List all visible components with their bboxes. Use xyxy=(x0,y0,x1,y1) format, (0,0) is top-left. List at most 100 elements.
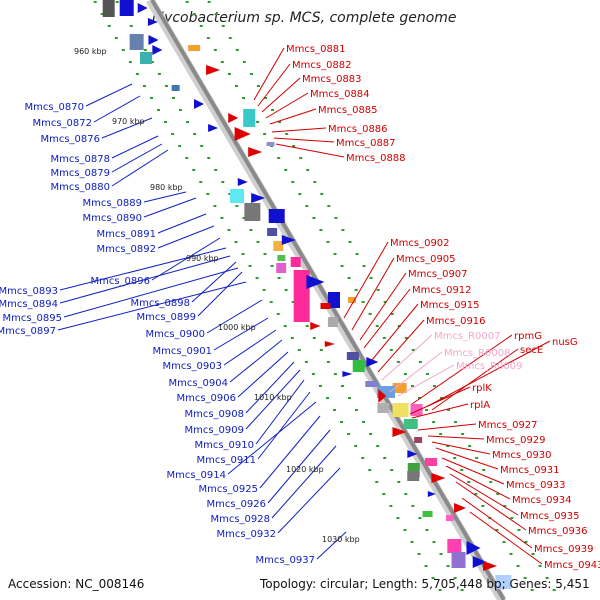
tick-mark xyxy=(523,577,527,579)
gene-block xyxy=(267,228,278,236)
gene-label-left: Mmcs_0890 xyxy=(82,213,142,224)
tick-mark xyxy=(305,205,309,207)
tick-mark xyxy=(362,265,366,267)
gene-label-left: Mmcs_0908 xyxy=(184,409,244,420)
gene-label-left: Mmcs_0892 xyxy=(96,244,156,255)
tick-mark xyxy=(157,109,161,111)
tick-mark xyxy=(271,109,275,111)
gene-arrow xyxy=(366,357,379,367)
leader-line xyxy=(57,281,247,331)
tick-mark xyxy=(361,457,365,459)
tick-mark xyxy=(369,433,373,435)
tick-mark xyxy=(538,565,542,567)
tick-mark xyxy=(410,541,414,543)
tick-mark xyxy=(396,361,400,363)
gene-arrow xyxy=(306,275,325,289)
tick-mark xyxy=(347,433,351,435)
tick-mark xyxy=(290,337,294,339)
gene-block xyxy=(276,263,287,273)
leader-line xyxy=(271,445,337,519)
tick-mark xyxy=(333,409,337,411)
tick-mark xyxy=(157,73,161,75)
tick-mark xyxy=(171,97,175,99)
gene-arrow xyxy=(194,99,205,109)
accession-text: Accession: NC_008146 xyxy=(8,577,144,591)
gene-block xyxy=(290,257,301,267)
gene-block xyxy=(266,142,275,146)
gene-arrow xyxy=(228,113,239,123)
tick-mark xyxy=(200,145,204,147)
tick-mark xyxy=(424,565,428,567)
leader-line xyxy=(397,364,455,397)
leader-line xyxy=(267,429,331,504)
leader-line xyxy=(455,481,527,531)
tick-mark xyxy=(277,277,281,279)
gene-block xyxy=(422,511,433,517)
tick-mark xyxy=(291,301,295,303)
gene-block xyxy=(320,303,331,309)
tick-mark xyxy=(474,493,478,495)
leader-line xyxy=(151,237,221,281)
tick-mark xyxy=(482,469,486,471)
gene-arrow xyxy=(148,35,159,45)
tick-mark xyxy=(193,133,197,135)
tick-mark xyxy=(199,181,203,183)
tick-mark xyxy=(291,181,295,183)
kbp-label: 970 kbp xyxy=(112,117,145,126)
gene-label-left: Mmcs_0891 xyxy=(96,229,156,240)
tick-mark xyxy=(276,313,280,315)
leader-line xyxy=(257,63,291,107)
tick-mark xyxy=(355,253,359,255)
leader-line xyxy=(449,473,519,516)
gene-arrow xyxy=(483,561,498,571)
tick-mark xyxy=(292,145,296,147)
gene-label-left: Mmcs_0893 xyxy=(0,286,58,297)
leader-line xyxy=(417,423,477,431)
gene-arrow xyxy=(137,3,148,13)
leader-line xyxy=(371,303,419,361)
gene-arrow xyxy=(237,178,248,186)
tick-mark xyxy=(397,325,401,327)
tick-mark xyxy=(368,313,372,315)
tick-mark xyxy=(341,229,345,231)
gene-label-left: Mmcs_0876 xyxy=(40,134,100,145)
gene-label-left: Mmcs_0899 xyxy=(136,312,196,323)
tick-mark xyxy=(375,325,379,327)
leader-line xyxy=(343,241,389,319)
leader-line xyxy=(377,319,425,373)
tick-mark xyxy=(249,73,253,75)
gene-label-right: Mmcs_0916 xyxy=(426,316,486,327)
tick-mark xyxy=(411,349,415,351)
gene-label-left: Mmcs_0928 xyxy=(210,514,270,525)
gene-block xyxy=(445,515,454,521)
leader-line xyxy=(351,257,395,331)
gene-label-right: Mmcs_0881 xyxy=(286,44,346,55)
leader-line xyxy=(227,401,317,475)
gene-arrow xyxy=(208,124,219,132)
gene-label-right: Mmcs_0907 xyxy=(408,269,468,280)
tick-mark xyxy=(361,301,365,303)
tick-mark xyxy=(340,385,344,387)
tick-mark xyxy=(263,97,267,99)
tick-mark xyxy=(396,517,400,519)
gene-block xyxy=(102,0,115,17)
tick-mark xyxy=(425,529,429,531)
tick-mark xyxy=(227,229,231,231)
gene-arrow xyxy=(281,235,296,245)
tick-mark xyxy=(221,25,225,27)
tick-mark xyxy=(418,361,422,363)
leader-line xyxy=(445,465,511,500)
gene-block xyxy=(425,458,438,466)
gene-block xyxy=(407,471,420,481)
gene-block xyxy=(414,437,423,443)
tick-mark xyxy=(220,217,224,219)
tick-mark xyxy=(255,277,259,279)
leader-line xyxy=(85,83,133,107)
gene-label-right: Mmcs_R0009 xyxy=(456,361,522,372)
tick-mark xyxy=(432,421,436,423)
leader-line xyxy=(253,47,285,101)
tick-mark xyxy=(355,409,359,411)
tick-mark xyxy=(263,133,267,135)
kbp-label: 960 kbp xyxy=(74,47,107,56)
tick-mark xyxy=(453,457,457,459)
